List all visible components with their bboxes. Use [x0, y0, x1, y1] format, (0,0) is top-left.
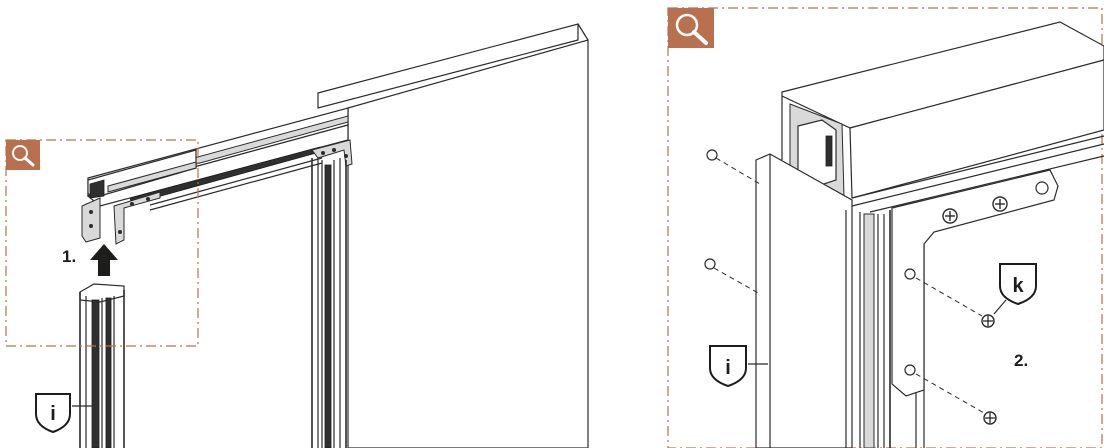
corner-plate — [891, 169, 1059, 397]
left-zoom-frame — [5, 139, 199, 347]
magnifier-icon-right — [668, 8, 714, 48]
door-panel — [317, 23, 589, 448]
arrow-up-icon — [90, 244, 118, 276]
inserted-profile — [79, 283, 125, 448]
screw-icon — [704, 149, 997, 425]
corner-bracket-left — [81, 191, 161, 245]
top-profile — [86, 107, 349, 211]
right-scene: k 2. i — [667, 7, 1104, 448]
info-badge-icon: i — [35, 393, 71, 434]
zoom-profile-end — [87, 149, 197, 199]
step-1-label: 1. — [62, 247, 76, 266]
info-badge-letter-right: i — [725, 357, 731, 379]
info-badge-icon-right: i — [709, 345, 747, 388]
top-rail — [781, 21, 1104, 213]
tool-badge-letter: k — [1012, 275, 1024, 297]
info-badge-letter-left: i — [50, 403, 56, 425]
step-2-label: 2. — [1014, 351, 1028, 370]
right-zoom-frame — [667, 7, 1103, 448]
magnifier-icon — [6, 140, 40, 170]
vertical-profile — [311, 158, 347, 448]
left-scene: 1. i — [5, 23, 589, 448]
tool-k-badge-icon: k — [999, 263, 1037, 306]
